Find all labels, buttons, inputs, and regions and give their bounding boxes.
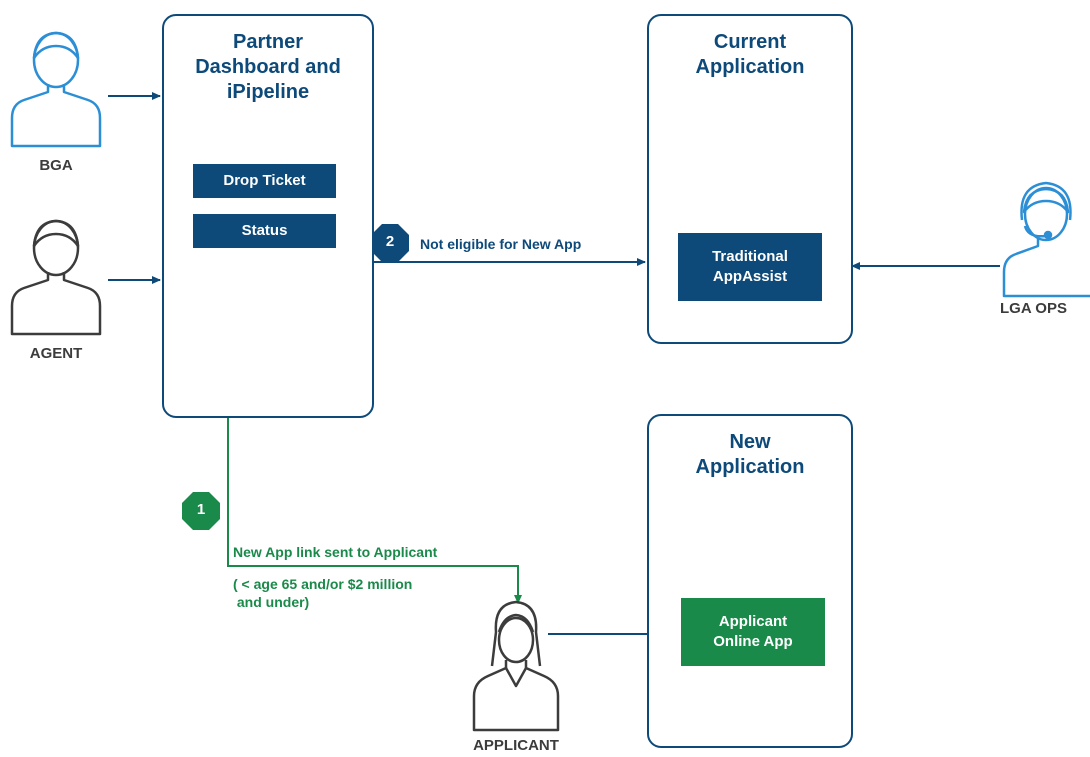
step-2-badge: 2 xyxy=(385,233,395,250)
step-2-badge-shape xyxy=(371,224,409,262)
eligibility-condition-label: ( < age 65 and/or $2 million and under) xyxy=(233,576,413,610)
current-application-panel: Current Application Traditional AppAssis… xyxy=(647,14,853,344)
person-icon xyxy=(472,600,560,732)
new-application-title: New Application xyxy=(695,431,805,478)
current-application-title: Current Application xyxy=(695,31,805,78)
status-box: Status xyxy=(193,214,336,248)
new-app-link-connector xyxy=(227,398,522,604)
partner-dashboard-title: Partner Dashboard and iPipeline xyxy=(195,31,341,103)
traditional-appassist-box: Traditional AppAssist xyxy=(678,233,822,301)
bga-label: BGA xyxy=(39,157,73,174)
new-application-panel: New Application Applicant Online App xyxy=(647,414,853,748)
router-label: Router xyxy=(235,330,285,347)
person-icon xyxy=(10,219,102,336)
person-icon xyxy=(10,31,102,148)
agent-label: AGENT xyxy=(29,345,83,362)
not-eligible-label: Not eligible for New App xyxy=(420,236,582,252)
step-1-badge-shape xyxy=(182,492,220,530)
lga-ops-label: LGA OPS xyxy=(1000,300,1067,317)
applicant-label: APPLICANT xyxy=(473,737,559,754)
headset-person-icon xyxy=(1002,181,1090,298)
new-app-link-label: New App link sent to Applicant xyxy=(233,544,438,560)
applicant-online-app-box: Applicant Online App xyxy=(681,598,825,666)
drop-ticket-box: Drop Ticket xyxy=(193,164,336,198)
partner-dashboard-panel: Partner Dashboard and iPipeline Drop Tic… xyxy=(162,14,374,418)
step-1-badge: 1 xyxy=(196,501,206,518)
